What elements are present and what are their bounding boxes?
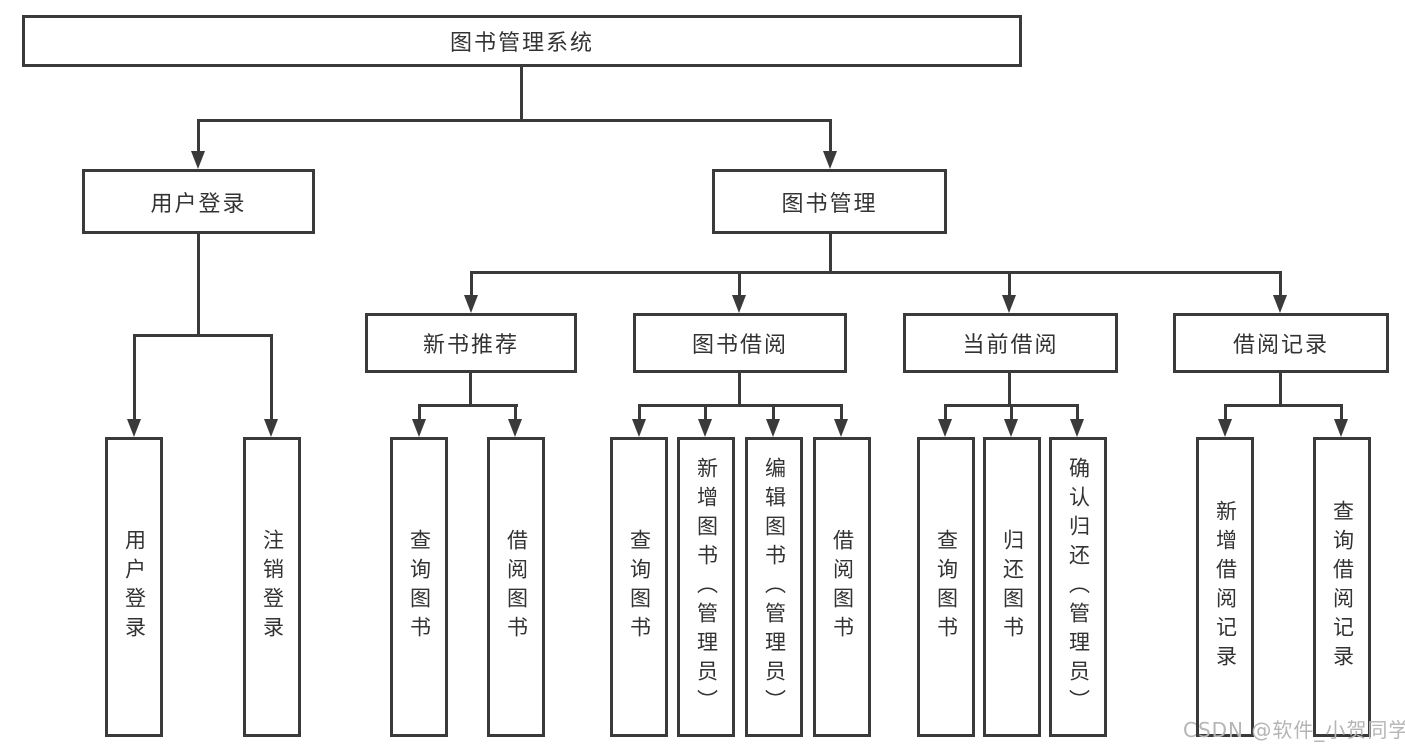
node-book-borrowing: 图书借阅 bbox=[633, 313, 847, 373]
leaf-confirm-return-admin: 确认归还（管理员） bbox=[1049, 437, 1107, 737]
arrowhead-edit-books bbox=[766, 419, 780, 437]
connector-book-borrow-stem bbox=[738, 373, 741, 407]
connector-drop-return-books bbox=[1010, 404, 1013, 422]
leaf-user-login: 用户登录 bbox=[105, 437, 163, 737]
arrowhead-query-record bbox=[1334, 419, 1348, 437]
csdn-watermark: CSDN @软件_小贺同学 bbox=[1183, 718, 1405, 742]
connector-drop-borrow-books-2 bbox=[840, 404, 843, 422]
connector-root-stem bbox=[520, 65, 523, 122]
node-library-management-system: 图书管理系统 bbox=[22, 15, 1022, 67]
leaf-logout-login: 注销登录 bbox=[243, 437, 301, 737]
leaf-add-books-admin: 新增图书（管理员） bbox=[677, 437, 735, 737]
connector-drop-query-record bbox=[1340, 404, 1343, 422]
connector-drop-query-books-3 bbox=[944, 404, 947, 422]
connector-borrow-records-stem bbox=[1279, 373, 1282, 407]
connector-level1-rail bbox=[197, 119, 832, 122]
connector-new-book-rail bbox=[418, 404, 518, 407]
arrowhead-add-record bbox=[1218, 419, 1232, 437]
connector-drop-borrow-records bbox=[1279, 271, 1282, 297]
node-borrowing-records: 借阅记录 bbox=[1173, 313, 1389, 373]
arrowhead-leaf-login bbox=[127, 419, 141, 437]
connector-drop-leaf-logout bbox=[270, 334, 273, 421]
leaf-query-books-current: 查询图书 bbox=[917, 437, 975, 737]
leaf-borrow-books: 借阅图书 bbox=[813, 437, 871, 737]
connector-user-login-rail bbox=[133, 334, 273, 337]
arrowhead-return-books bbox=[1004, 419, 1018, 437]
connector-book-borrow-rail bbox=[638, 404, 843, 407]
connector-book-mgmt-stem bbox=[829, 234, 832, 274]
connector-new-book-stem bbox=[469, 373, 472, 407]
connector-user-login-stem bbox=[197, 234, 200, 337]
connector-drop-borrow-books-1 bbox=[514, 404, 517, 422]
leaf-query-borrow-record: 查询借阅记录 bbox=[1313, 437, 1371, 737]
arrowhead-query-books-3 bbox=[938, 419, 952, 437]
arrowhead-user-login bbox=[191, 151, 205, 169]
arrowhead-borrow-books-1 bbox=[508, 419, 522, 437]
connector-drop-query-books-1 bbox=[418, 404, 421, 422]
connector-drop-leaf-login bbox=[133, 334, 136, 421]
node-user-login: 用户登录 bbox=[82, 169, 315, 234]
arrowhead-query-books-2 bbox=[632, 419, 646, 437]
connector-drop-add-books bbox=[704, 404, 707, 422]
connector-drop-book-borrow bbox=[738, 271, 741, 297]
connector-drop-book-mgmt bbox=[829, 119, 832, 153]
node-book-management: 图书管理 bbox=[712, 169, 947, 234]
arrowhead-borrow-books-2 bbox=[834, 419, 848, 437]
connector-drop-edit-books bbox=[772, 404, 775, 422]
node-new-book-recommend: 新书推荐 bbox=[365, 313, 577, 373]
arrowhead-current-borrow bbox=[1002, 295, 1016, 313]
leaf-edit-books-admin: 编辑图书（管理员） bbox=[745, 437, 803, 737]
connector-drop-query-books-2 bbox=[638, 404, 641, 422]
leaf-borrow-books-recommend: 借阅图书 bbox=[487, 437, 545, 737]
connector-drop-add-record bbox=[1224, 404, 1227, 422]
arrowhead-confirm-return bbox=[1070, 419, 1084, 437]
connector-borrow-records-rail bbox=[1224, 404, 1343, 407]
leaf-return-books: 归还图书 bbox=[983, 437, 1041, 737]
connector-drop-user-login bbox=[197, 119, 200, 153]
arrowhead-borrow-records bbox=[1273, 295, 1287, 313]
leaf-add-borrow-record: 新增借阅记录 bbox=[1196, 437, 1254, 737]
node-current-borrowing: 当前借阅 bbox=[903, 313, 1118, 373]
arrowhead-book-mgmt bbox=[823, 151, 837, 169]
arrowhead-query-books-1 bbox=[412, 419, 426, 437]
leaf-query-books-borrowing: 查询图书 bbox=[610, 437, 668, 737]
arrowhead-book-borrow bbox=[732, 295, 746, 313]
leaf-query-books-recommend: 查询图书 bbox=[390, 437, 448, 737]
connector-drop-confirm-return bbox=[1076, 404, 1079, 422]
arrowhead-new-book bbox=[464, 295, 478, 313]
connector-drop-new-book bbox=[470, 271, 473, 297]
connector-level2-rail bbox=[470, 271, 1282, 274]
arrowhead-leaf-logout bbox=[264, 419, 278, 437]
connector-current-borrow-stem bbox=[1008, 373, 1011, 407]
connector-drop-current-borrow bbox=[1008, 271, 1011, 297]
arrowhead-add-books bbox=[698, 419, 712, 437]
